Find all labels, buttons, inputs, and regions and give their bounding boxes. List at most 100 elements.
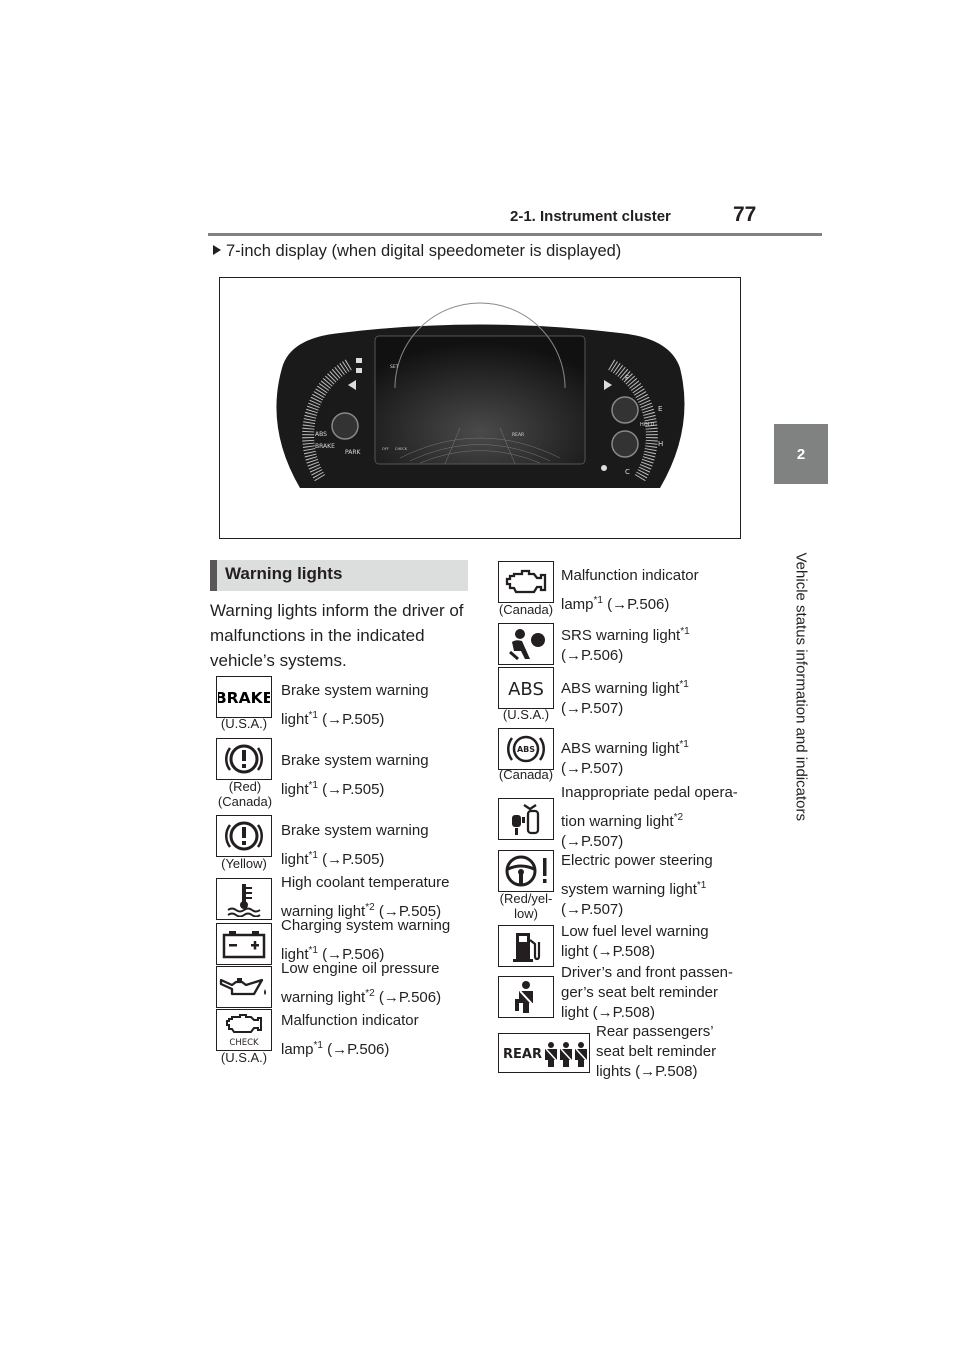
desc-line: Inappropriate pedal opera- bbox=[561, 784, 738, 801]
abs-icon-box: ABS bbox=[498, 728, 554, 770]
desc-line: Rear passengers’ bbox=[596, 1023, 714, 1040]
dash-temp-cold-label: C bbox=[625, 468, 630, 476]
coolant-icon-box bbox=[216, 878, 272, 920]
desc-line: (→P.507) bbox=[561, 760, 624, 777]
dash-set-label: SET bbox=[390, 364, 399, 370]
cluster-drawing: ABS BRAKE PARK HOLD SET REAR CHECK OFF F… bbox=[276, 302, 685, 488]
dash-fuel-full-label: F bbox=[625, 374, 629, 382]
desc-line: High coolant temperature bbox=[281, 874, 450, 891]
steering-icon-box bbox=[498, 850, 554, 892]
desc-line: Malfunction indicator bbox=[281, 1012, 419, 1029]
desc-line: light (→P.508) bbox=[561, 943, 655, 960]
chapter-number: 2 bbox=[796, 445, 806, 463]
brake-warning-icon-box bbox=[216, 815, 272, 857]
section-intro-text: Warning lights inform the driver of malf… bbox=[210, 601, 464, 670]
rear-seat-belt-icon: REAR bbox=[503, 1042, 588, 1067]
section-heading: Warning lights bbox=[210, 560, 468, 591]
desc-line: ger’s seat belt reminder bbox=[561, 984, 719, 1001]
srs-airbag-icon bbox=[509, 629, 545, 661]
section-title: 2-1. Instrument cluster bbox=[510, 208, 671, 225]
desc-line: light*1 (→P.505) bbox=[281, 850, 385, 868]
dash-off-label: OFF bbox=[382, 447, 389, 451]
desc-line: SRS warning light*1 bbox=[561, 626, 690, 644]
warning-light-description: Brake system warning light*1 (→P.505) bbox=[281, 821, 429, 870]
seat-belt-icon bbox=[515, 981, 534, 1013]
dash-fuel-empty-label: E bbox=[658, 405, 662, 413]
desc-line: seat belt reminder bbox=[596, 1043, 717, 1060]
region-caption: (U.S.A.) bbox=[220, 1050, 268, 1065]
abs-icon-box: ABS bbox=[498, 667, 554, 709]
chapter-tab[interactable]: 2 bbox=[774, 424, 828, 484]
brake-text-icon: BRAKE bbox=[218, 689, 270, 707]
desc-line: warning light*2 (→P.505) bbox=[281, 902, 442, 920]
dash-rear-label: REAR bbox=[512, 432, 524, 438]
dash-indicator-dot bbox=[601, 465, 607, 471]
desc-line: lights (→P.508) bbox=[596, 1063, 698, 1080]
dash-turn-left-icon bbox=[348, 380, 356, 390]
desc-line: light*1 (→P.505) bbox=[281, 780, 385, 798]
desc-line: Low fuel level warning bbox=[561, 923, 709, 940]
desc-line: Brake system warning bbox=[281, 752, 429, 769]
abs-circle-icon: ABS bbox=[507, 735, 545, 763]
dash-temp-hot-label: H bbox=[658, 440, 663, 448]
dash-turn-right-icon bbox=[604, 380, 612, 390]
desc-line: ABS warning light*1 bbox=[561, 679, 689, 697]
circle-exclamation-icon bbox=[225, 821, 263, 851]
fuel-icon-box bbox=[498, 925, 554, 967]
desc-line: lamp*1 (→P.506) bbox=[281, 1040, 390, 1058]
svg-text:ABS: ABS bbox=[517, 745, 535, 754]
warning-light-description: Charging system warning light*1 (→P.506) bbox=[281, 916, 450, 965]
dash-brake-label: BRAKE bbox=[315, 443, 335, 450]
desc-line: system warning light*1 bbox=[561, 880, 707, 898]
desc-line: (→P.507) bbox=[561, 833, 624, 850]
warning-light-description: Malfunction indicator lamp*1 (→P.506) bbox=[281, 1011, 419, 1060]
pedal-icon bbox=[512, 804, 540, 835]
desc-line: (→P.507) bbox=[561, 901, 624, 918]
warning-light-description: Low fuel level warning light (→P.508) bbox=[561, 922, 709, 962]
display-caption-text: 7-inch display (when digital speedometer… bbox=[226, 242, 622, 260]
region-caption: (Red/yel- low) bbox=[499, 891, 553, 921]
warning-light-description: Electric power steering system warning l… bbox=[561, 851, 713, 920]
page-number: 77 bbox=[733, 203, 757, 226]
desc-line: light*1 (→P.505) bbox=[281, 710, 385, 728]
desc-line: tion warning light*2 bbox=[561, 812, 684, 830]
desc-line: Low engine oil pressure bbox=[281, 960, 440, 977]
circle-exclamation-icon bbox=[225, 744, 263, 774]
brake-warning-icon-box: BRAKE bbox=[216, 676, 272, 718]
warning-light-description: High coolant temperature warning light*2… bbox=[281, 873, 449, 922]
desc-line: Charging system warning bbox=[281, 917, 451, 934]
warning-light-description: Malfunction indicator lamp*1 (→P.506) bbox=[561, 566, 699, 615]
warning-light-description: ABS warning light*1 (→P.507) bbox=[561, 735, 689, 779]
region-caption: (Canada) bbox=[498, 602, 554, 617]
coolant-temperature-icon bbox=[227, 884, 261, 917]
abs-text-icon: ABS bbox=[508, 679, 544, 700]
region-caption: (U.S.A.) bbox=[502, 707, 550, 722]
check-engine-icon-box bbox=[498, 561, 554, 603]
srs-icon-box bbox=[498, 623, 554, 665]
svg-text:CHECK: CHECK bbox=[229, 1038, 259, 1048]
check-engine-icon-box: CHECK bbox=[216, 1009, 272, 1051]
desc-line: lamp*1 (→P.506) bbox=[561, 595, 670, 613]
desc-line: Electric power steering bbox=[561, 852, 713, 869]
warning-light-description: ABS warning light*1 (→P.507) bbox=[561, 675, 689, 719]
battery-icon-box bbox=[216, 923, 272, 965]
svg-text:REAR: REAR bbox=[503, 1047, 542, 1062]
fuel-pump-icon bbox=[513, 933, 541, 962]
dash-check-label: CHECK bbox=[395, 447, 408, 451]
dash-park-label: PARK bbox=[345, 449, 362, 456]
region-caption: (Yellow) bbox=[221, 856, 267, 871]
desc-line: (→P.507) bbox=[561, 700, 624, 717]
engine-icon bbox=[505, 569, 547, 594]
dash-icon bbox=[356, 358, 362, 363]
battery-icon bbox=[222, 931, 266, 959]
desc-line: Brake system warning bbox=[281, 822, 429, 839]
dash-hold-label: HOLD bbox=[640, 422, 654, 428]
warning-light-description: Brake system warning light*1 (→P.505) bbox=[281, 751, 429, 800]
desc-line: (→P.506) bbox=[561, 647, 624, 664]
desc-line: ABS warning light*1 bbox=[561, 739, 689, 757]
instrument-cluster-illustration: ABS BRAKE PARK HOLD SET REAR CHECK OFF F… bbox=[219, 277, 741, 539]
seat-belt-icon-box bbox=[498, 976, 554, 1018]
warning-light-description: Inappropriate pedal opera- tion warning … bbox=[561, 783, 738, 852]
region-caption: (Red) (Canada) bbox=[217, 779, 273, 809]
dash-abs-label: ABS bbox=[315, 431, 327, 438]
